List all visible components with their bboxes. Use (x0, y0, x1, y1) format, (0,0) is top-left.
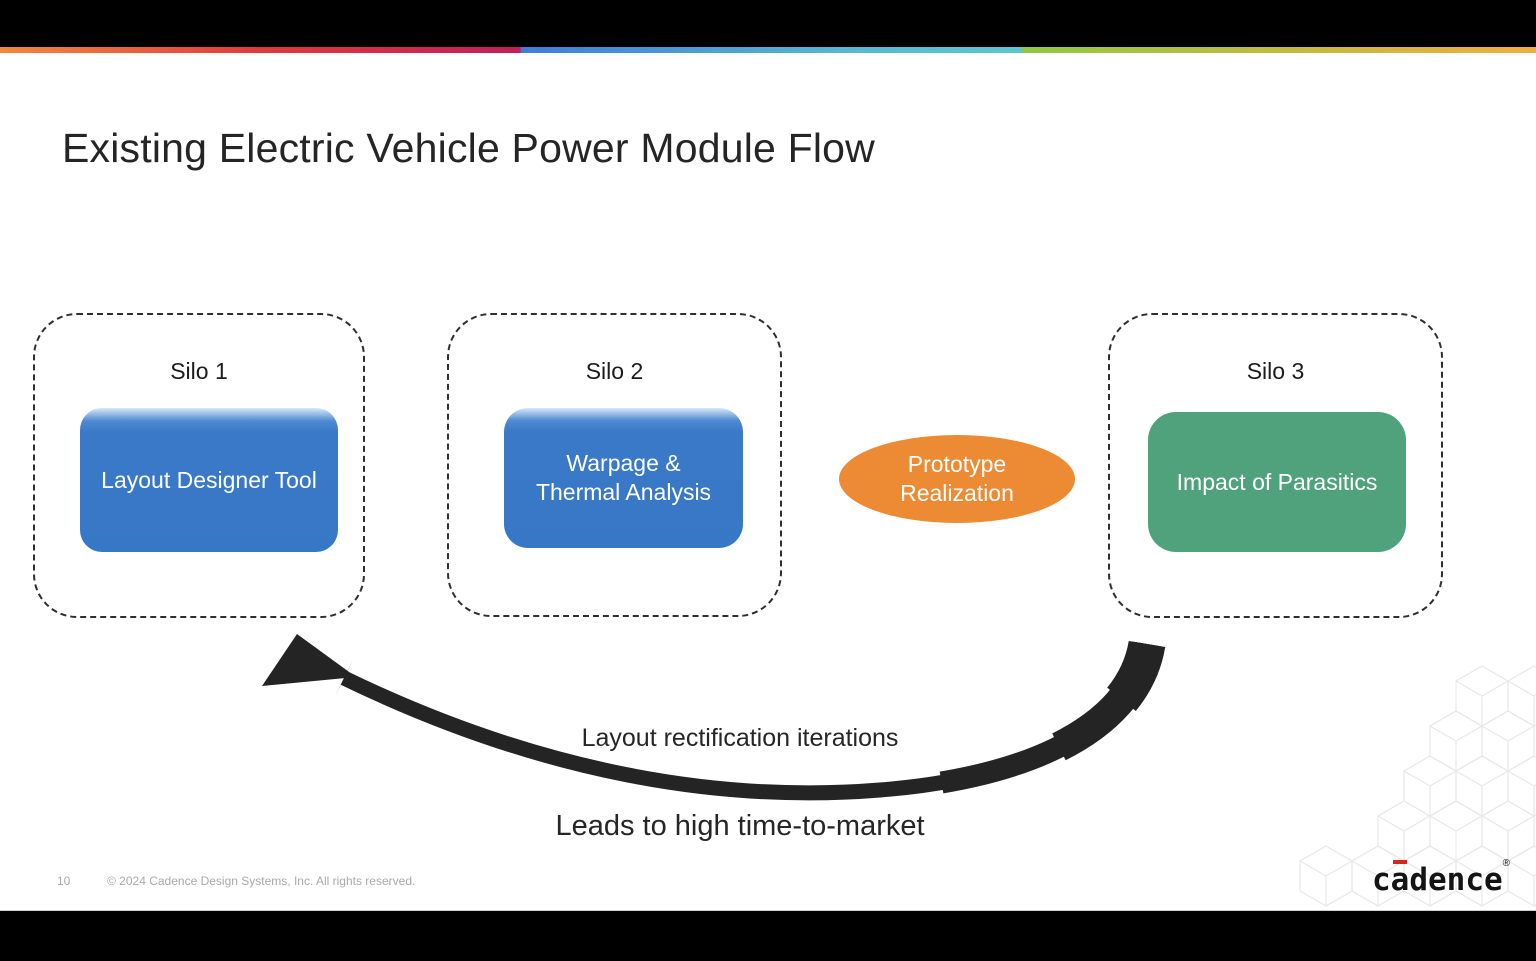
registered-mark: ® (1502, 858, 1511, 869)
silo-3-label: Silo 3 (1246, 358, 1305, 384)
slide-number: 10 (57, 874, 71, 888)
brand-color-stripe (0, 47, 1536, 53)
process-box-label: Layout Designer Tool (101, 466, 317, 493)
prototype-realization-ellipse: Prototype Realization (839, 435, 1075, 523)
copyright-text: © 2024 Cadence Design Systems, Inc. All … (107, 874, 416, 888)
silo-2-label: Silo 2 (585, 358, 644, 384)
cadence-logo-text: dence (1409, 862, 1503, 898)
page-title: Existing Electric Vehicle Power Module F… (62, 125, 875, 172)
silo-1-group: Silo 1 (33, 313, 365, 618)
arrow-caption: Layout rectification iterations (581, 724, 899, 752)
process-box-layout-designer-tool: Layout Designer Tool (80, 408, 338, 552)
conclusion-text: Leads to high time-to-market (555, 810, 925, 842)
ellipse-label: Prototype Realization (900, 451, 1014, 506)
silo-1-label: Silo 1 (170, 358, 228, 384)
silo-2-group: Silo 2 (447, 313, 782, 617)
arrow-head (262, 634, 356, 686)
cadence-logo-text: c (1372, 862, 1391, 898)
cadence-logo-macron (1392, 860, 1408, 864)
iteration-arrow (262, 634, 1166, 812)
silo-3-group: Silo 3 (1108, 313, 1443, 618)
process-box-impact-of-parasitics: Impact of Parasitics (1148, 412, 1406, 552)
process-box-warpage-thermal: Warpage & Thermal Analysis (504, 408, 743, 548)
cadence-logo-a: a (1390, 860, 1410, 898)
process-box-label: Warpage & Thermal Analysis (535, 450, 712, 505)
process-box-label: Impact of Parasitics (1176, 468, 1378, 495)
bottom-black-bar (0, 910, 1536, 961)
top-black-bar (0, 0, 1536, 47)
